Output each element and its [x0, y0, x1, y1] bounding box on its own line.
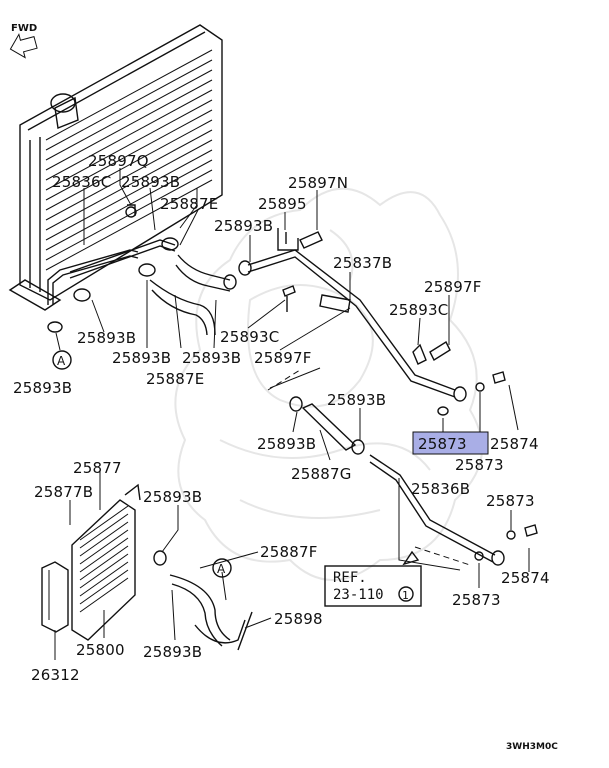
- label-25897F-b: 25897F: [254, 349, 312, 367]
- callout-circle-a2: [212, 558, 232, 578]
- bolt-25874-lower: [524, 524, 538, 537]
- ref-circle-number: 1: [402, 589, 409, 602]
- label-25873-c: 25873: [486, 492, 535, 510]
- pipe-25836C: [47, 204, 179, 333]
- hose-25887F: [169, 574, 253, 651]
- label-25873-d: 25873: [452, 591, 501, 609]
- watermark-emblem: [174, 187, 483, 581]
- callout-a2: A: [217, 562, 226, 576]
- label-25893B-i: 25893B: [143, 488, 202, 506]
- label-25893B-d: 25893B: [112, 349, 171, 367]
- label-25897F-a: 25897F: [424, 278, 482, 296]
- label-25836B: 25836B: [411, 480, 470, 498]
- label-25893B-g: 25893B: [327, 391, 386, 409]
- label-25873-highlighted[interactable]: 25873: [418, 435, 467, 453]
- ref-arrow-icon: [402, 550, 420, 566]
- fwd-label: FWD: [11, 23, 37, 34]
- label-25893C-a: 25893C: [389, 301, 448, 319]
- label-25898: 25898: [274, 610, 323, 628]
- diagram-code: 3WH3M0C: [506, 742, 558, 752]
- label-25893C-b: 25893C: [220, 328, 279, 346]
- bracket-25895: [277, 228, 299, 251]
- pipe-25837B: [247, 249, 467, 402]
- label-25800: 25800: [76, 641, 125, 659]
- label-25893B-c: 25893B: [77, 329, 136, 347]
- ref-box: [324, 565, 422, 607]
- ref-circle: [398, 586, 414, 602]
- label-25895: 25895: [258, 195, 307, 213]
- label-25893B-h: 25893B: [257, 435, 316, 453]
- gasket-25873-upper: [437, 406, 449, 416]
- highlight-box: [413, 432, 488, 454]
- label-25887F: 25887F: [260, 543, 318, 561]
- hose-25887G: [289, 396, 365, 455]
- callout-circle-a1: [52, 350, 72, 370]
- gasket-25873-right: [506, 530, 516, 540]
- label-25887G: 25887G: [291, 465, 352, 483]
- label-25897N: 25897N: [288, 174, 348, 192]
- label-25877B: 25877B: [34, 483, 93, 501]
- bracket-26312: [41, 561, 69, 633]
- label-26312: 26312: [31, 666, 80, 684]
- hose-25887E: [149, 254, 252, 336]
- gasket-25873-mid: [475, 382, 485, 392]
- gasket-25873-lower: [474, 551, 484, 561]
- bolt-25897N: [299, 231, 323, 249]
- highlight-border: [412, 431, 489, 455]
- label-25874-b: 25874: [501, 569, 550, 587]
- ref-line1: REF.: [333, 570, 367, 586]
- label-25836C: 25836C: [52, 173, 111, 191]
- label-25873-b: 25873: [455, 456, 504, 474]
- label-25893B-a: 25893B: [121, 173, 180, 191]
- fwd-arrow-icon: [9, 33, 38, 59]
- dashed-line-1: [267, 369, 301, 391]
- label-25837B: 25837B: [333, 254, 392, 272]
- label-25893B-j: 25893B: [143, 643, 202, 661]
- label-25887E-b: 25887E: [146, 370, 204, 388]
- label-25897Q: 25897Q: [88, 152, 149, 170]
- callout-a1: A: [57, 354, 66, 368]
- pipe-25836B: [369, 454, 505, 566]
- radiator: [8, 24, 223, 311]
- label-25887E-a: 25887E: [160, 195, 218, 213]
- label-25893B-f: 25893B: [13, 379, 72, 397]
- bolt-25874-upper: [492, 371, 506, 384]
- leader-lines: [54, 168, 530, 660]
- oil-cooler-25800: [71, 483, 167, 641]
- label-25877: 25877: [73, 459, 122, 477]
- clip-25893C-right: [412, 343, 427, 365]
- bolt-25897F: [429, 340, 451, 362]
- ref-line2: 23-110: [333, 587, 384, 603]
- label-25874-a: 25874: [490, 435, 539, 453]
- bolt-25893C: [282, 285, 296, 312]
- label-25893B-e: 25893B: [182, 349, 241, 367]
- label-25893B-b: 25893B: [214, 217, 273, 235]
